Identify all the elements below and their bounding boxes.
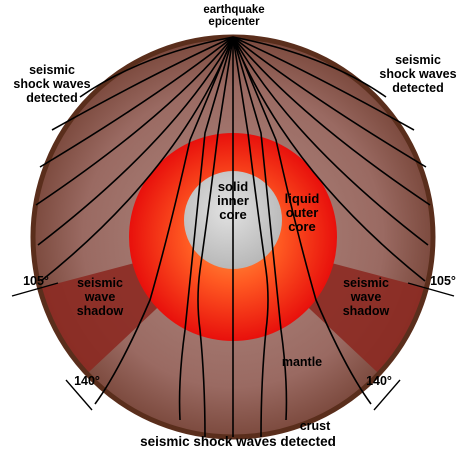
right-angle-105: 105°: [430, 274, 456, 288]
wave-ray: [37, 36, 234, 246]
left-shadow-line3: shadow: [76, 304, 124, 318]
right-shadow-line3: shadow: [342, 304, 390, 318]
wave-ray: [232, 36, 427, 168]
epicenter-label: earthquake epicenter: [198, 4, 270, 28]
angle-markers: [11, 282, 455, 411]
epicenter-label-line2: epicenter: [208, 16, 260, 28]
left-detected-line3: detected: [26, 91, 78, 105]
wave-ray: [232, 36, 372, 405]
right-detected-line1: seismic: [395, 53, 441, 67]
right-angle-140: 140°: [366, 374, 392, 388]
left-105-marker: [11, 282, 59, 297]
epicenter-label-line1: earthquake: [203, 4, 265, 16]
wave-ray: [39, 36, 234, 168]
inner-core-line1: solid: [217, 179, 249, 194]
outer-core-label: liquid outer core: [272, 192, 332, 234]
left-detected-line1: seismic: [29, 63, 75, 77]
wave-ray: [79, 36, 234, 98]
right-detected-line2: shock waves: [379, 67, 457, 81]
wave-ray: [232, 36, 415, 131]
inner-core-line2: inner: [217, 193, 249, 208]
crust-label: crust: [299, 419, 331, 433]
right-140-marker: [373, 379, 401, 411]
bottom-detected-label: seismic shock waves detected: [140, 434, 336, 449]
inner-core-line3: core: [219, 207, 247, 222]
wave-ray: [232, 36, 387, 98]
wave-ray: [232, 36, 431, 206]
wave-ray: [40, 36, 234, 282]
mantle-label: mantle: [281, 355, 323, 369]
wave-ray: [197, 36, 234, 438]
wave-ray: [35, 36, 234, 206]
wave-ray: [51, 36, 234, 131]
right-105-marker: [407, 282, 455, 297]
left-angle-105: 105°: [23, 274, 49, 288]
outer-core-line3: core: [288, 219, 316, 234]
left-shadow-label: seismic wave shadow: [62, 276, 138, 318]
outer-core-line2: outer: [285, 205, 319, 220]
right-shadow-line1: seismic: [343, 276, 389, 290]
left-angle-140: 140°: [74, 374, 100, 388]
right-shadow-label: seismic wave shadow: [328, 276, 404, 318]
right-detected-line3: detected: [392, 81, 444, 95]
wave-ray: [232, 36, 429, 246]
wave-ray: [232, 36, 288, 421]
left-shadow-line1: seismic: [77, 276, 123, 290]
wave-ray: [94, 36, 234, 405]
left-shadow-line2: wave: [84, 290, 116, 304]
left-detected-label: seismic shock waves detected: [2, 63, 102, 105]
wave-ray: [178, 36, 234, 421]
inner-core-label: solid inner core: [200, 180, 266, 222]
seismic-wave-paths: [35, 36, 431, 438]
wave-ray: [232, 36, 269, 438]
left-detected-line2: shock waves: [13, 77, 91, 91]
left-140-marker: [65, 379, 93, 411]
wave-ray: [232, 36, 426, 282]
right-shadow-line2: wave: [350, 290, 382, 304]
right-detected-label: seismic shock waves detected: [368, 53, 468, 95]
outer-core-line1: liquid: [284, 191, 320, 206]
